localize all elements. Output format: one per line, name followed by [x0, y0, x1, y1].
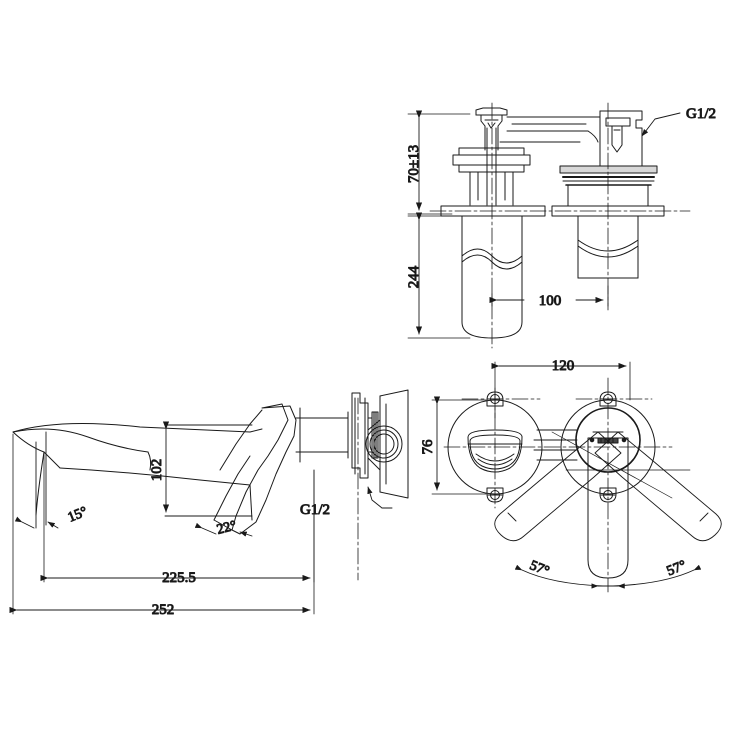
top-witness-lines — [407, 113, 471, 339]
front-connecting-neck — [533, 429, 578, 461]
view-bottom-left: 102 15° 22° 225.5 25 — [9, 389, 409, 619]
dim-label-102: 102 — [149, 459, 165, 482]
view-top-right: 70±13 244 — [406, 102, 717, 349]
dim-label-57deg-left: 57° — [527, 558, 551, 579]
dim-label-100: 100 — [539, 293, 562, 309]
leader-thread-top — [641, 112, 681, 137]
side-witness-lines — [12, 433, 315, 615]
dim-label-76: 76 — [420, 439, 436, 455]
dim-label-57deg-right: 57° — [665, 558, 689, 579]
dim-label-70pm13: 70±13 — [406, 145, 422, 183]
dim-100 — [489, 285, 609, 307]
view-bottom-right: 120 76 — [420, 358, 722, 593]
dim-label-120: 120 — [552, 358, 575, 374]
dim-57deg-left — [507, 512, 604, 587]
dim-57deg-right — [612, 512, 709, 587]
top-centre-lines — [429, 102, 691, 349]
dim-22deg — [194, 522, 253, 537]
front-witness-lines — [431, 361, 631, 495]
dim-102 — [162, 421, 253, 517]
dim-label-244: 244 — [406, 265, 422, 288]
callout-g12-side: G1/2 — [300, 502, 330, 518]
spout-side-profile — [12, 389, 409, 535]
dim-label-252: 252 — [152, 602, 175, 618]
callout-g12-top: G1/2 — [686, 106, 716, 122]
dim-label-2255: 225.5 — [162, 570, 196, 586]
dim-label-22deg: 22° — [215, 519, 238, 538]
valve-assembly-top — [499, 110, 665, 279]
front-centre-lines — [443, 377, 673, 593]
dim-label-15deg: 15° — [66, 504, 90, 525]
dim-15deg — [14, 431, 59, 529]
leader-thread-side — [367, 486, 393, 509]
